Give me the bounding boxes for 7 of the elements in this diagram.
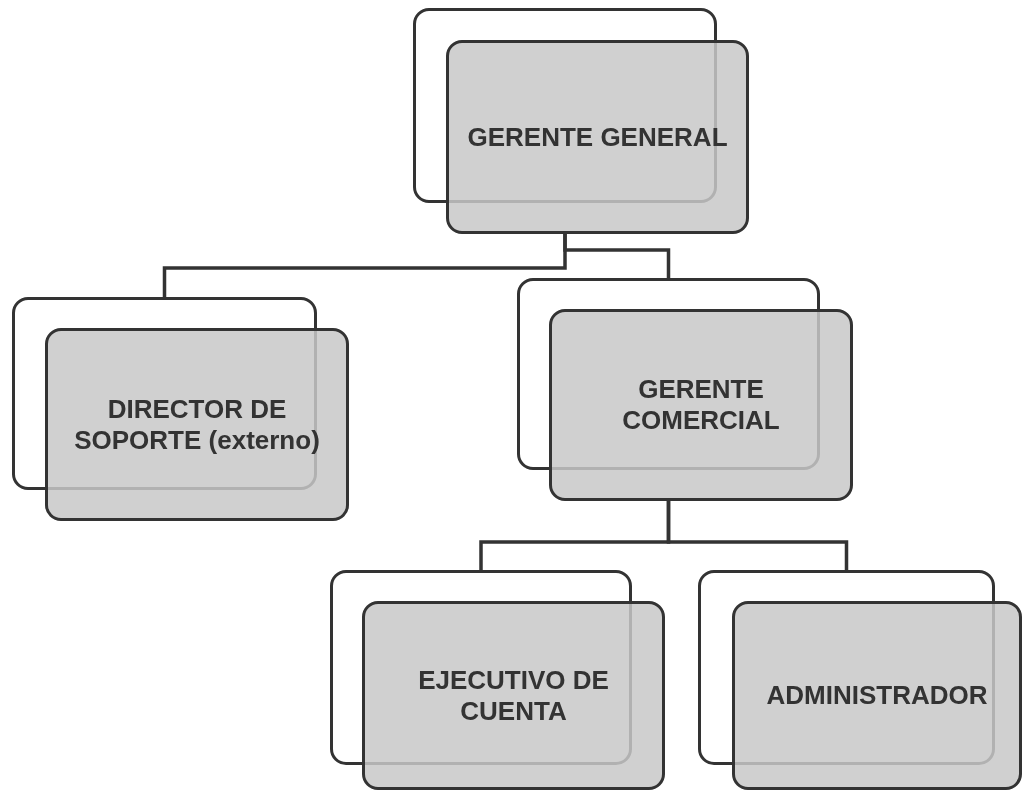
- connector-line: [666, 501, 849, 570]
- position-title: GERENTE GENERAL: [467, 121, 728, 153]
- position-title: EJECUTIVO DE CUENTA: [417, 664, 610, 727]
- position-title: ADMINISTRADOR: [766, 680, 988, 711]
- position-title: DIRECTOR DE SOPORTE (externo): [73, 393, 321, 456]
- position-title: GERENTE COMERCIAL: [621, 374, 781, 436]
- connector-line: [563, 234, 671, 278]
